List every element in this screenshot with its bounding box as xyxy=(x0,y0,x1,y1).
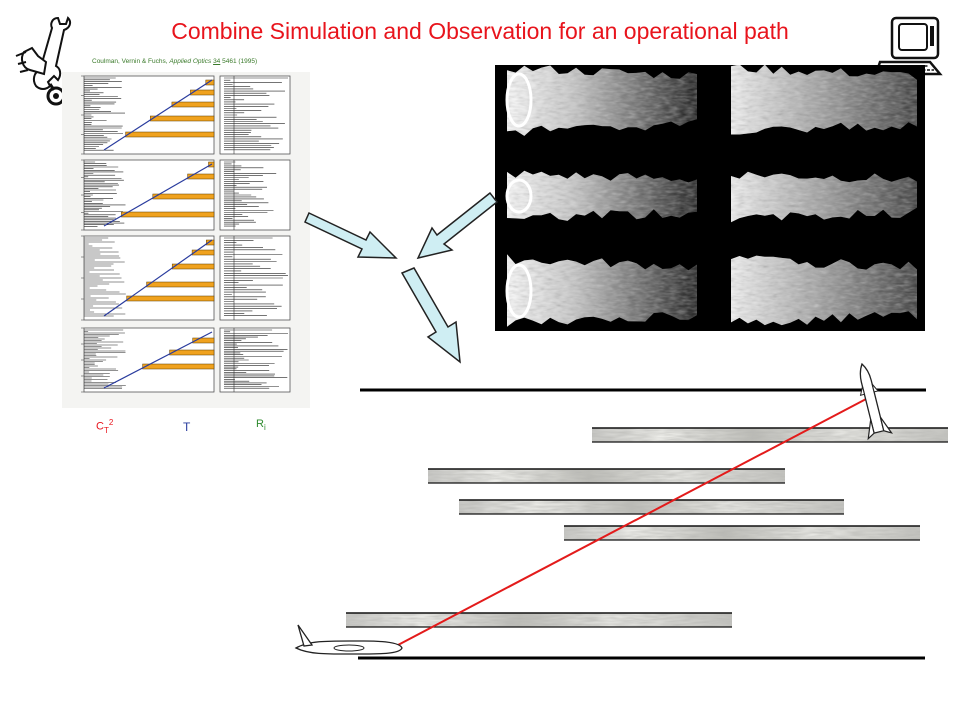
turbulent-layer xyxy=(205,79,215,86)
arrow-observation-to-merge xyxy=(304,211,398,259)
richardson-label: Ri xyxy=(256,418,266,433)
turbulence-layer-band xyxy=(346,612,732,628)
temperature-profile xyxy=(103,79,213,151)
turbulent-layer xyxy=(126,295,215,302)
turbulent-layer xyxy=(150,115,215,122)
citation: Coulman, Vernin & Fuchs, Applied Optics … xyxy=(92,58,257,65)
turbulent-layer xyxy=(190,89,215,96)
temperature-label: T xyxy=(183,420,191,434)
temperature-profile xyxy=(103,163,213,227)
turbulent-layer xyxy=(142,363,215,370)
citation-rest: 5461 (1995) xyxy=(222,58,258,65)
aircraft-icon xyxy=(294,624,403,655)
turbulence-layer-band xyxy=(459,499,844,515)
arrow-merge-to-path xyxy=(400,267,461,364)
ct2-label: CT2 xyxy=(96,418,114,435)
turbulent-layer xyxy=(171,263,215,270)
arrow-simulation-to-merge xyxy=(416,191,499,260)
citation-authors: Coulman, Vernin & Fuchs, xyxy=(92,58,168,65)
citation-volume: 34 xyxy=(213,58,221,65)
turbulent-layer xyxy=(171,101,215,108)
turbulent-layer xyxy=(169,349,215,356)
profile-panel xyxy=(81,327,291,393)
turbulent-layer xyxy=(191,249,215,256)
turbulence-layer-band xyxy=(564,525,920,541)
profile-panel xyxy=(81,235,291,321)
turbulent-layer xyxy=(146,281,215,288)
turbulent-layer xyxy=(125,131,215,138)
turbulent-layer xyxy=(152,193,215,200)
turbulence-layer-band xyxy=(592,427,948,443)
turbulent-layer xyxy=(187,173,215,180)
simulation-beam-images xyxy=(495,65,925,331)
page-title: Combine Simulation and Observation for a… xyxy=(171,18,789,44)
turbulent-layer xyxy=(206,239,215,246)
laser-path-line xyxy=(397,397,869,646)
turbulent-layer xyxy=(121,211,215,218)
hand-wrench-icon xyxy=(15,16,72,106)
profile-panel xyxy=(81,75,291,155)
turbulence-layer-band xyxy=(428,468,785,484)
profile-panel xyxy=(81,159,291,231)
citation-journal: Applied Optics xyxy=(169,58,212,65)
turbulent-layer xyxy=(192,337,215,344)
turbulence-profile-charts xyxy=(62,72,310,408)
temperature-profile xyxy=(103,239,213,317)
temperature-profile xyxy=(103,331,213,389)
missile-icon xyxy=(859,362,894,441)
